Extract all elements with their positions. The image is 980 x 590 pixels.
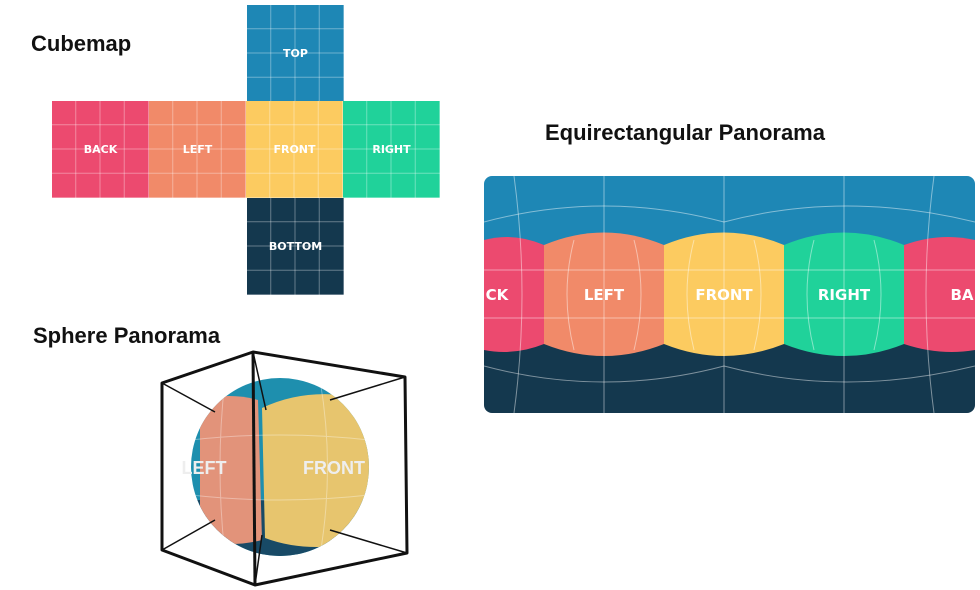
sphere-label-left: LEFT [182,458,227,478]
face-top: TOP [247,5,344,102]
eq-face-back-right [904,236,975,352]
eq-label-right: RIGHT [818,286,871,304]
face-back: BACK [52,101,149,198]
equirectangular-panorama: CK LEFT FRONT RIGHT BA [484,176,975,413]
eq-face-right [784,232,904,356]
eq-face-front [664,232,784,356]
face-right: RIGHT [343,101,440,198]
face-front: FRONT [246,101,343,198]
sphere-label-front: FRONT [303,458,365,478]
eq-label-left: LEFT [584,286,625,304]
cubemap-title: Cubemap [31,31,132,56]
sphere-panorama: LEFT FRONT [160,350,409,587]
sphere-face-front [262,394,369,548]
eq-label-back-right: BA [950,286,973,304]
eq-label-front: FRONT [695,286,753,304]
sphere-title: Sphere Panorama [33,323,221,348]
face-left: LEFT [149,101,246,198]
sphere-face-left [200,396,262,544]
wireframe-cube [160,350,409,587]
eq-label-back-left: CK [486,286,510,304]
eq-face-left [544,232,664,356]
eq-face-back-left [484,236,544,352]
equirect-title: Equirectangular Panorama [545,120,825,145]
face-bottom: BOTTOM [247,198,344,295]
